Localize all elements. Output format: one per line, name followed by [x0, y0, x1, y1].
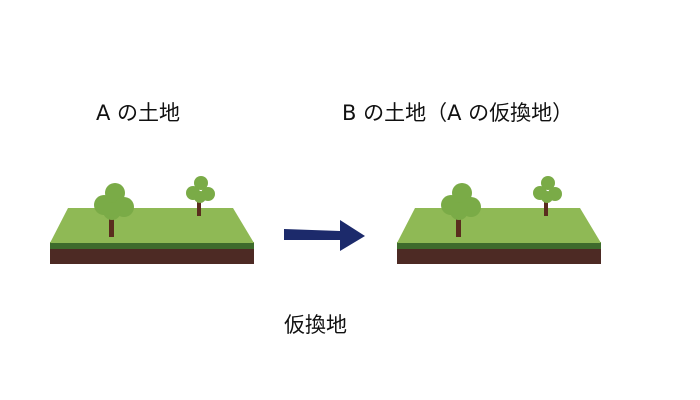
- land-b-grass: [397, 208, 601, 243]
- land-a-soil: [50, 248, 254, 264]
- land-b-soil: [397, 248, 601, 264]
- arrow-label: 仮換地: [284, 313, 347, 337]
- land-a-grass-edge: [50, 242, 254, 249]
- land-a-tree-large: [94, 183, 134, 237]
- land-a-grass: [50, 208, 254, 243]
- land-b-grass-edge: [397, 242, 601, 249]
- land-a: [50, 176, 254, 264]
- land-b-label: B の土地（A の仮換地）: [342, 101, 574, 125]
- land-b: [397, 176, 601, 264]
- arrow-right-icon: [284, 220, 365, 251]
- land-a-tree-small: [186, 176, 215, 216]
- land-b-tree-small: [533, 176, 562, 216]
- land-a-label: A の土地: [96, 101, 181, 125]
- land-b-tree-large: [441, 183, 481, 237]
